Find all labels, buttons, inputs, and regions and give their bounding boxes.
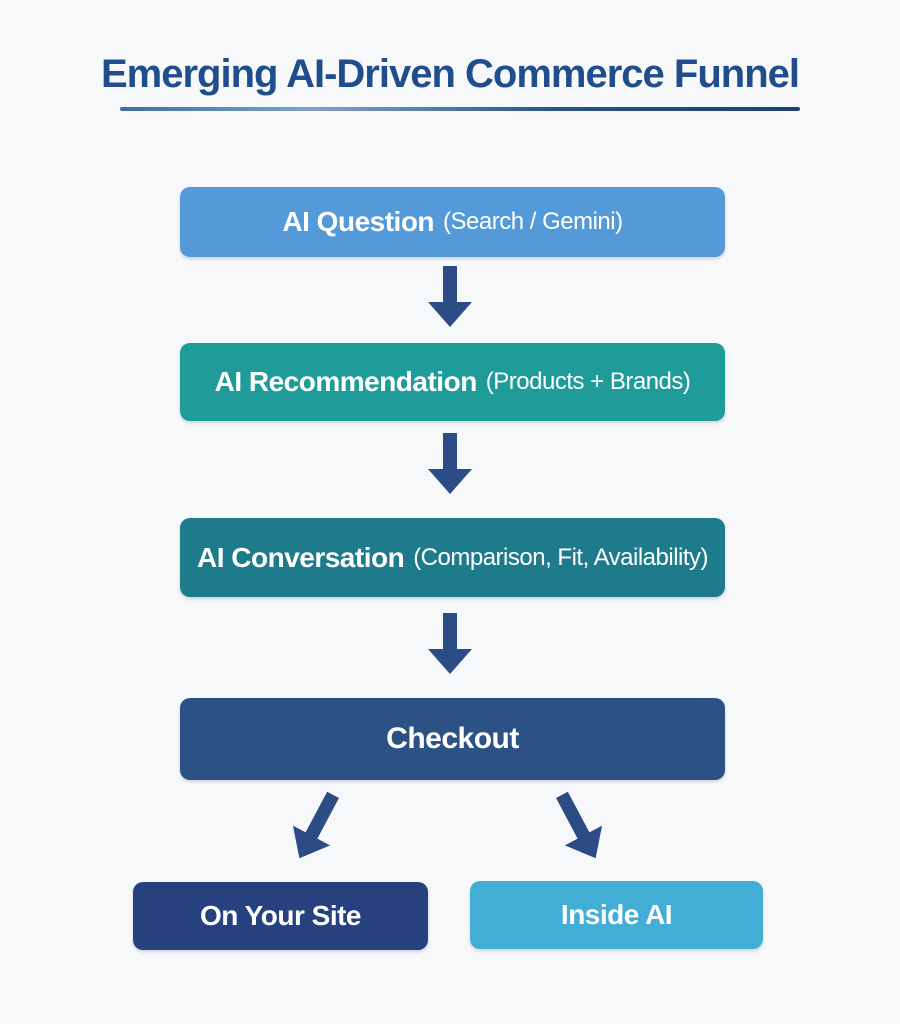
step-sublabel: (Comparison, Fit, Availability) — [413, 543, 709, 571]
arrow-down-left-icon — [292, 791, 339, 859]
step-label: AI Recommendation — [214, 366, 478, 397]
outcome-label: On Your Site — [200, 900, 362, 931]
step-label: Checkout — [386, 722, 519, 755]
funnel-step-checkout: Checkout — [180, 698, 725, 780]
step-sublabel: (Products + Brands) — [485, 368, 691, 395]
arrow-down-icon — [428, 266, 472, 327]
arrow-down-icon — [428, 613, 472, 674]
page-title: Emerging AI-Driven Commerce Funnel — [101, 52, 800, 96]
step-sublabel: (Search / Gemini) — [443, 208, 623, 235]
funnel-step-ai-conversation: AI Conversation (Comparison, Fit, Availa… — [180, 518, 725, 597]
outcome-inside-ai: Inside AI — [470, 881, 763, 949]
funnel-step-ai-question: AI Question (Search / Gemini) — [180, 187, 725, 257]
outcome-on-your-site: On Your Site — [133, 882, 428, 950]
funnel-step-ai-recommendation: AI Recommendation (Products + Brands) — [180, 343, 725, 421]
title-underline — [120, 107, 800, 111]
outcome-label: Inside AI — [560, 899, 673, 930]
arrow-down-icon — [428, 433, 472, 494]
step-label: AI Conversation — [196, 541, 405, 573]
arrow-down-right-icon — [556, 791, 603, 859]
step-label: AI Question — [282, 206, 435, 237]
